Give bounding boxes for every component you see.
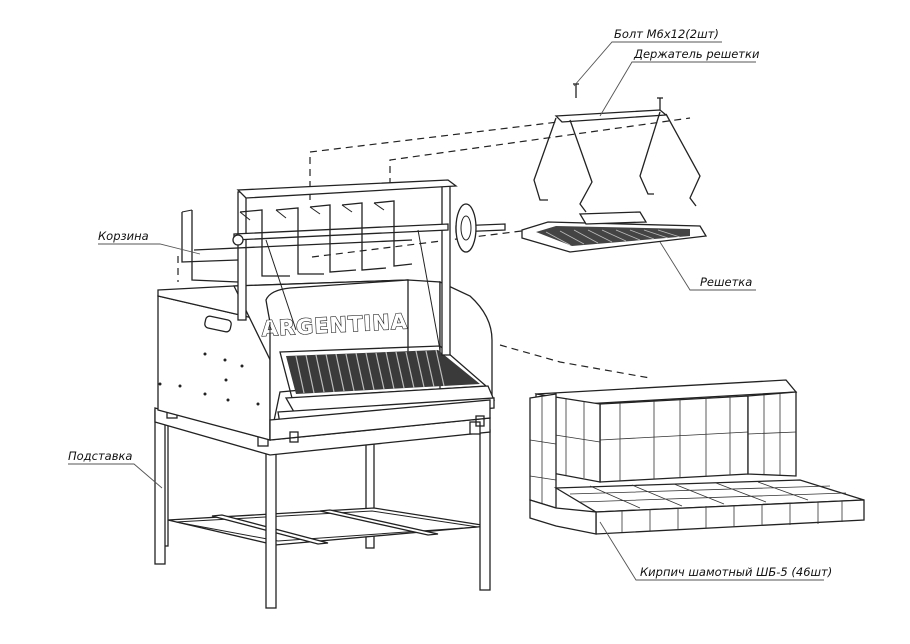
leader-bricks <box>599 521 824 581</box>
bricks-left-column <box>529 393 557 509</box>
basket-frame <box>181 179 506 356</box>
crank-wheel <box>455 203 477 253</box>
label-grate-holder: Держатель решетки <box>633 47 760 61</box>
guide-line-bricks <box>499 344 651 379</box>
ash-shelf-pad-right <box>475 415 485 427</box>
leader-basket <box>98 243 201 255</box>
bricks-floor-left-edge <box>529 499 597 535</box>
grate-handle <box>578 211 648 225</box>
holder-leg-4 <box>665 113 701 207</box>
leader-grate <box>659 241 756 291</box>
holder-leg-1 <box>533 117 557 201</box>
guide-line-holder-left <box>309 121 559 200</box>
grate <box>521 211 708 253</box>
stand-front-leg-left <box>265 449 277 609</box>
guide-line-holder-right <box>389 117 691 185</box>
label-stand: Подставка <box>68 449 132 463</box>
frame-upright-right <box>441 184 451 356</box>
chain-right <box>417 229 441 351</box>
holder-top-bar <box>554 109 668 123</box>
basket-bars <box>181 200 413 283</box>
grate-mesh <box>536 226 690 246</box>
firebox-handle-slot <box>204 315 232 333</box>
axle-cap-left <box>232 234 244 246</box>
holder-leg-2 <box>569 119 593 213</box>
stand-cross-bar-2 <box>319 509 439 536</box>
bricks-right-wall <box>747 391 797 477</box>
chain-left <box>265 239 297 331</box>
label-bolt: Болт М6х12(2шт) <box>614 27 719 41</box>
stand-foot-pad-3 <box>469 421 481 435</box>
stand-leg-far-left <box>154 409 166 565</box>
stand <box>154 405 491 609</box>
label-basket: Корзина <box>98 229 149 243</box>
callout-leaders <box>68 41 824 581</box>
grate-holder <box>533 83 701 213</box>
grill-slats <box>286 349 480 394</box>
fire-bricks <box>529 379 865 535</box>
leader-bolt <box>573 41 722 87</box>
leader-grate-holder <box>599 61 756 117</box>
label-bricks: Кирпич шамотный ШБ-5 (46шт) <box>640 565 832 579</box>
firebox-bolts <box>158 352 260 406</box>
leader-stand <box>68 463 163 489</box>
stand-bottom-frame-inner <box>175 510 479 542</box>
stand-front-leg-right <box>479 429 491 591</box>
ash-shelf-pad-left <box>289 431 299 443</box>
crank-hub <box>460 215 472 241</box>
holder-leg-3 <box>639 111 661 195</box>
label-grate: Решетка <box>700 275 752 289</box>
frame-top-bar <box>236 179 458 199</box>
firebox: ARGENTINA <box>157 279 495 443</box>
spit-axle <box>233 223 449 241</box>
